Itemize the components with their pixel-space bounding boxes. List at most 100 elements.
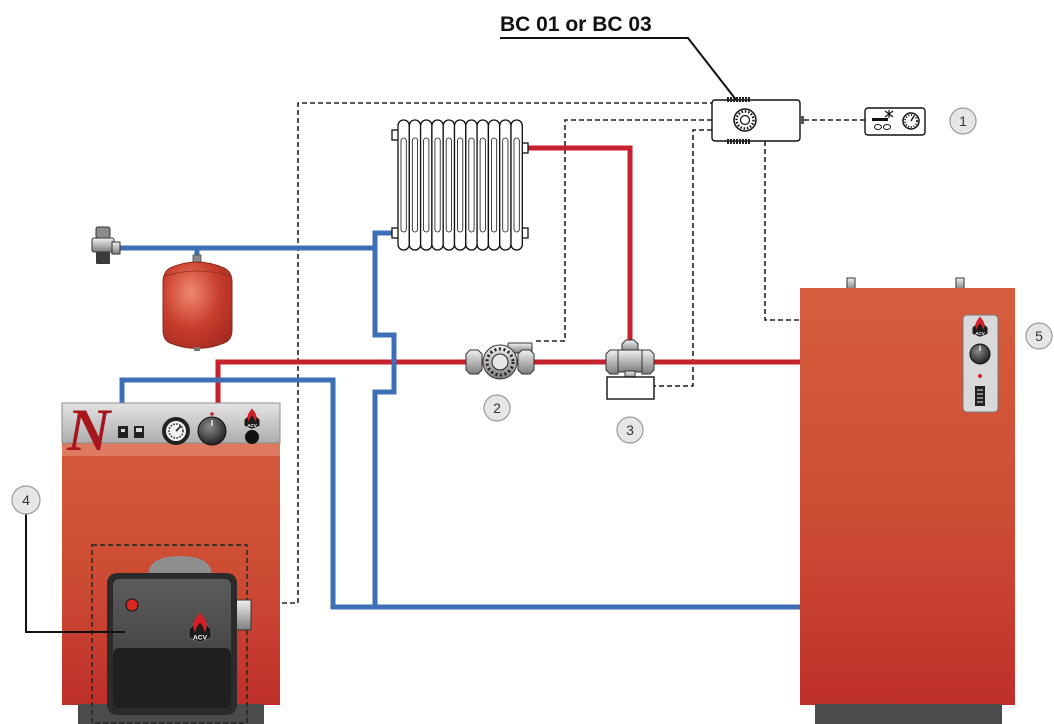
callout-number: 4 [22, 492, 30, 508]
burner-acv-logo: ACV [188, 612, 212, 643]
callout-number: 3 [626, 422, 634, 438]
boiler-thermometer-icon [162, 417, 190, 445]
radiator-fin [431, 119, 444, 251]
pump-fitting-left [465, 349, 483, 375]
three-way-valve [605, 339, 655, 400]
radiator-fin [419, 119, 433, 251]
burner-lower-panel [113, 648, 231, 708]
safety-valve-outlet [111, 241, 121, 255]
room-thermostat [864, 107, 926, 136]
tank-acv-logo: ACV [972, 316, 988, 337]
boiler-reset-button-icon [245, 430, 259, 444]
pump-rotor-icon [485, 347, 515, 377]
valve-actuator [606, 376, 655, 400]
safety-valve-cap [95, 226, 111, 239]
tank-thermostat-knob-icon [969, 343, 991, 365]
radiator-fin-channel [411, 137, 418, 233]
burner-hood [148, 556, 212, 576]
radiator-fin-channel [457, 137, 464, 233]
safety-valve [91, 226, 121, 264]
radiator-fin [408, 119, 422, 251]
expansion-vessel-seam [164, 270, 231, 277]
boiler-logo-letter: N [66, 397, 113, 463]
radiator-fin-channel [400, 137, 407, 233]
radiator [391, 119, 529, 251]
supply-pipe-radiator [526, 145, 633, 345]
bc-controller [711, 97, 804, 144]
thermostat-dial-icon [902, 112, 920, 130]
boiler-switch-icon [118, 426, 128, 438]
expansion-vessel-foot [194, 347, 200, 351]
radiator-fin-channel [513, 137, 520, 233]
burner-dashed-outline [91, 544, 248, 724]
pump-fitting-right [517, 349, 535, 375]
callout-number: 1 [959, 113, 967, 129]
circulation-pump [465, 342, 535, 380]
tank-logo-text: ACV [975, 331, 985, 336]
pump-center [491, 353, 509, 371]
callout-circle [949, 107, 977, 135]
radiator-fin-channel [502, 137, 509, 233]
controller-connector [800, 116, 804, 124]
burner-lamp-icon [125, 598, 139, 612]
boiler-switch-icon [134, 426, 144, 438]
wire-controller-to-valve [654, 129, 712, 387]
radiator-fin-channel [434, 137, 441, 233]
callout-circle [11, 485, 41, 515]
boiler-top-band [62, 442, 280, 456]
radiator-fin-channel [445, 137, 452, 233]
tank-base [815, 704, 1002, 724]
safety-valve-body [91, 237, 115, 253]
radiator-fin [442, 119, 456, 251]
thermostat-mode-icon [872, 110, 894, 130]
burner-logo-text: ACV [193, 635, 208, 642]
valve-body [613, 349, 647, 373]
expansion-vessel-tank [162, 261, 233, 349]
radiator-fin-channel [490, 137, 498, 233]
return-pipe-boiler [119, 377, 800, 610]
callout-hot-water-tank: 5 [1025, 322, 1053, 350]
radiator-fins [397, 119, 523, 251]
control-wiring [250, 102, 865, 604]
callout-circle [616, 416, 644, 444]
wire-controller-to-pump [533, 119, 712, 342]
controller-leader-line [500, 37, 745, 111]
boiler: N ACV [61, 397, 281, 724]
return-pipe-radiator [372, 230, 397, 609]
safety-valve-drain [96, 252, 110, 264]
callout-room-thermostat: 1 [949, 107, 977, 135]
boiler-logo-text: ACV [247, 423, 257, 428]
radiator-fin [453, 119, 467, 251]
radiator-fin [510, 119, 523, 251]
radiator-fin [465, 119, 478, 251]
valve-fitting-right [641, 349, 655, 375]
callout-boiler: 4 [11, 485, 125, 633]
callout-circle [1025, 322, 1053, 350]
burner: ACV [91, 544, 252, 724]
controller-dial-icon [733, 108, 757, 132]
callout-pump: 2 [483, 394, 511, 422]
boiler-thermostat-knob-icon [197, 412, 227, 446]
controller-label: BC 01 or BC 03 [500, 13, 652, 36]
boiler-acv-logo: ACV [244, 408, 260, 429]
callout-boiler-leader-line [25, 514, 125, 633]
radiator-fin [397, 119, 410, 251]
radiator-fin-channel [423, 137, 430, 233]
radiator-fin-channel [468, 137, 475, 233]
tank-thermometer-icon [975, 386, 985, 406]
radiator-fin [487, 119, 501, 251]
callout-number: 5 [1035, 328, 1043, 344]
tank-indicator-light-icon [978, 374, 982, 378]
callout-number: 2 [493, 400, 501, 416]
return-pipes [118, 230, 800, 610]
callout-three-way-valve: 3 [616, 416, 644, 444]
wire-controller-to-tank-sensor [764, 141, 800, 321]
valve-fitting-left [605, 349, 619, 375]
hot-water-tank: ACV [800, 277, 1015, 724]
radiator-fin [476, 119, 490, 251]
radiator-fin [499, 119, 512, 251]
callout-circle [483, 394, 511, 422]
burner-connector [234, 599, 252, 631]
radiator-fin-channel [479, 137, 486, 233]
